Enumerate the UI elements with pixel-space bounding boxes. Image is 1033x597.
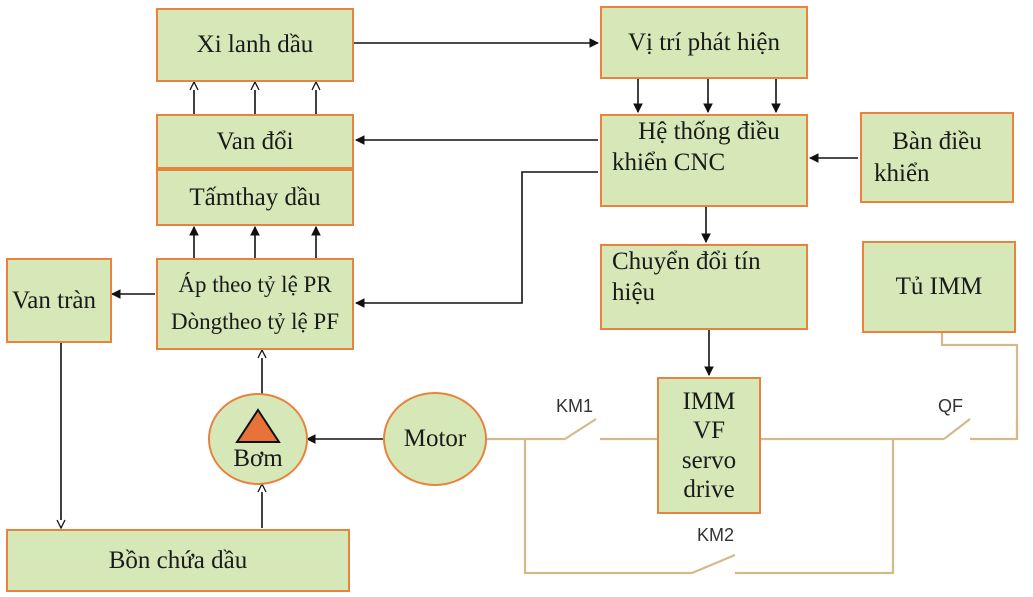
- label-km2: KM2: [697, 525, 735, 545]
- node-tam-thay-label: Tấmthay dầu: [189, 183, 321, 211]
- node-he-thong-dieu-khien-cnc: Hệ thống điều khiển CNC: [600, 114, 808, 207]
- node-van-doi: Van đổi: [156, 114, 354, 169]
- arrow-hethong-aptheo: [356, 171, 598, 303]
- node-bon-chua-dau: Bồn chứa dầu: [6, 529, 350, 592]
- node-vi-tri-label: Vị trí phát hiện: [627, 28, 781, 56]
- node-vi-tri-phat-hien: Vị trí phát hiện: [600, 6, 808, 79]
- node-imm-line1: IMM: [682, 387, 736, 415]
- switch-km2: [691, 553, 736, 575]
- label-km1: KM1: [556, 396, 594, 416]
- node-imm-line2: VF: [693, 417, 725, 444]
- power-wiring: [487, 333, 1019, 575]
- node-tu-imm: Tủ IMM: [862, 241, 1016, 333]
- node-van-doi-label: Van đổi: [216, 127, 294, 155]
- node-imm-vf-servo-drive: IMM VF servo drive: [657, 377, 761, 514]
- node-bon-chua-label: Bồn chứa dầu: [108, 546, 248, 574]
- node-chuyen-doi-line2: hiệu: [612, 279, 656, 307]
- node-chuyen-doi-tin-hieu: Chuyển đổi tín hiệu: [600, 244, 808, 330]
- node-ban-dieu-line2: khiển: [874, 159, 930, 187]
- node-he-thong-line2: khiển CNC: [612, 149, 726, 177]
- node-imm-line3: servo: [681, 446, 737, 474]
- node-ban-dieu-khien: Bàn điều khiển: [860, 112, 1014, 203]
- node-bom: Bơm: [208, 393, 308, 485]
- node-xi-lanh-dau: Xi lanh dầu: [156, 8, 354, 82]
- node-he-thong-line1: Hệ thống điều: [638, 118, 780, 145]
- node-xi-lanh-dau-label: Xi lanh dầu: [196, 31, 314, 59]
- switch-qf: [943, 418, 971, 440]
- node-imm-line4: drive: [683, 476, 735, 503]
- label-qf: QF: [938, 396, 963, 416]
- node-van-tran: Van tràn: [6, 258, 112, 343]
- node-ap-dong-ty-le: Áp theo tỷ lệ PR Dòngtheo tỷ lệ PF: [156, 258, 354, 350]
- node-dong-theo-label: Dòngtheo tỷ lệ PF: [170, 309, 340, 334]
- node-motor-label: Motor: [403, 425, 467, 452]
- node-van-tran-label: Van tràn: [12, 286, 96, 314]
- node-chuyen-doi-line1: Chuyển đổi tín: [612, 248, 761, 275]
- node-tam-thay-dau: Tấmthay dầu: [156, 169, 354, 226]
- node-bom-label: Bơm: [233, 444, 283, 472]
- node-motor: Motor: [383, 392, 487, 486]
- node-ban-dieu-line1: Bàn điều: [892, 128, 982, 156]
- node-tu-imm-label: Tủ IMM: [895, 273, 983, 301]
- node-ap-theo-label: Áp theo tỷ lệ PR: [178, 272, 332, 298]
- switch-km1: [564, 418, 597, 440]
- pump-triangle-icon: [235, 407, 281, 443]
